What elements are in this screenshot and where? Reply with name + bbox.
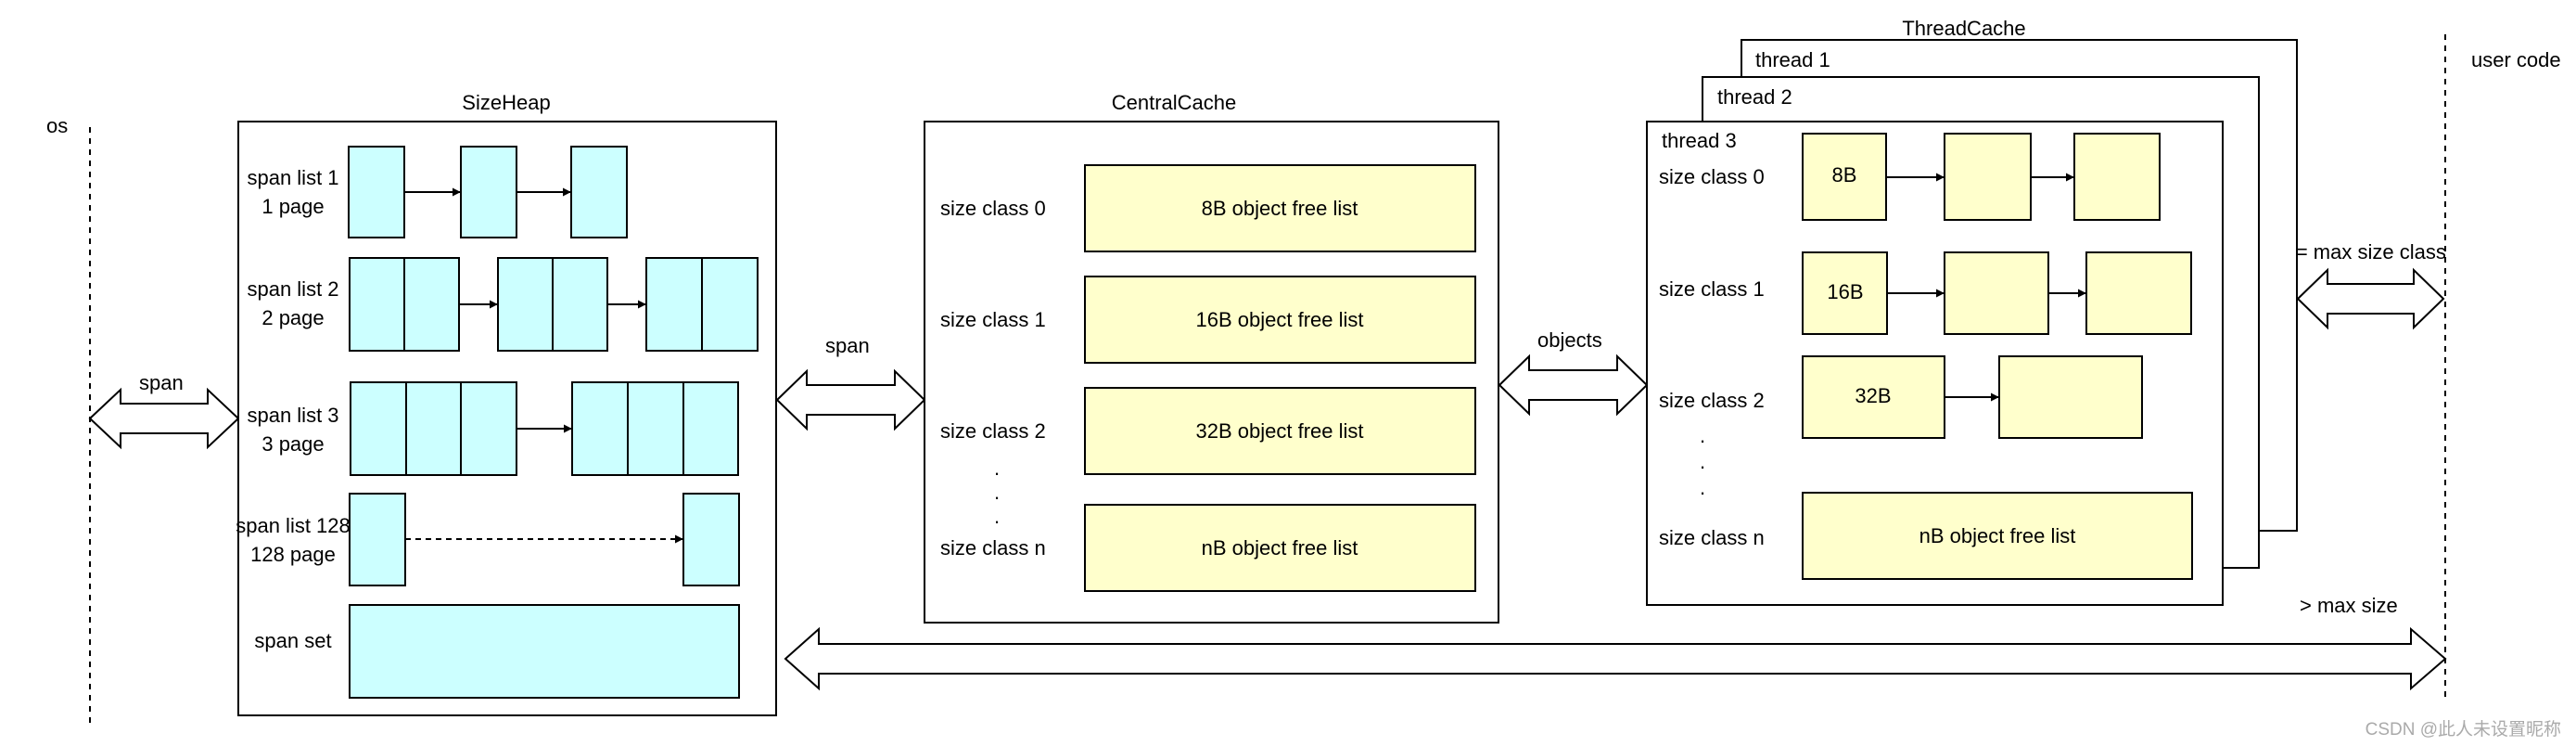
thread-8b-object [1802,133,1887,221]
thread-16b-object-2 [1944,251,2049,335]
span-list-2-name: span list 2 [247,277,338,301]
thread-size-class-1-label: size class 1 [1659,277,1765,301]
span-3page-a [350,381,517,476]
central-nb-free-list [1084,504,1476,592]
thread-user-double-arrow [2296,267,2445,330]
central-8b-free-list [1084,164,1476,252]
thread-32b-object [1802,355,1945,439]
thread-dot-3: . [1700,476,1705,499]
central-32b-free-list [1084,387,1476,475]
span-left-label: span [139,371,184,394]
central-8b-free-list-text: 8B object free list [1202,197,1358,220]
span-list-2-pages: 2 page [261,306,324,329]
central-size-class-0-label: size class 0 [940,197,1046,220]
thread-8b-object-2 [1944,133,2032,221]
central-size-class-n-label: size class n [940,536,1046,560]
thread-32b-object-2 [1998,355,2143,439]
os-heap-double-arrow [88,387,240,450]
thread-3-label: thread 3 [1662,129,1737,152]
central-32b-free-list-text: 32B object free list [1196,419,1364,443]
thread-2-label: thread 2 [1717,85,1792,109]
max-size-class-label: <= max size class [2284,240,2446,264]
thread-size-class-0-label: size class 0 [1659,165,1765,188]
span-list-1-name: span list 1 [247,166,338,189]
central-cache-title: CentralCache [1112,91,1237,114]
thread-1-label: thread 1 [1755,48,1830,71]
span-128page-a [349,493,406,586]
span-list-3-name: span list 3 [247,404,338,427]
central-16b-free-list-text: 16B object free list [1196,308,1364,331]
large-object-double-arrow [784,626,2447,691]
span-1page-a [348,146,405,238]
span-1page-b [460,146,517,238]
thread-16b-object-3 [2085,251,2192,335]
thread-dot-2: . [1700,450,1705,473]
span-1page-c [570,146,628,238]
central-16b-free-list [1084,276,1476,364]
central-dot-2: . [994,481,1000,504]
span-list-1-pages: 1 page [261,195,324,218]
span-list-128-pages: 128 page [250,543,336,566]
thread-8b-object-text: 8B [1832,163,1857,186]
central-size-class-2-label: size class 2 [940,419,1046,443]
thread-32b-object-text: 32B [1855,384,1891,407]
central-size-class-1-label: size class 1 [940,308,1046,331]
thread-16b-object [1802,251,1888,335]
size-heap-title: SizeHeap [462,91,550,114]
span-set-box [349,604,740,699]
objects-label: objects [1537,328,1602,352]
thread-16b-object-text: 16B [1827,280,1863,303]
thread-dot-1: . [1700,424,1705,447]
thread-size-class-n-label: size class n [1659,526,1765,549]
thread-cache-title: ThreadCache [1902,17,2025,40]
central-thread-double-arrow [1498,354,1649,417]
span-set-label: span set [254,629,331,652]
thread-nb-free-list [1802,492,2193,580]
heap-central-double-arrow [775,368,926,431]
span-128page-b [682,493,740,586]
span-mid-label: span [825,334,870,357]
span-3page-b [571,381,739,476]
watermark: CSDN @此人未设置昵称 [2366,719,2561,740]
thread-8b-object-3 [2073,133,2161,221]
span-list-128-name: span list 128 [236,514,351,537]
central-dot-1: . [994,457,1000,480]
os-label: os [46,114,68,137]
thread-nb-free-list-text: nB object free list [1919,524,2076,547]
central-dot-3: . [994,505,1000,528]
central-nb-free-list-text: nB object free list [1202,536,1358,560]
thread-size-class-2-label: size class 2 [1659,389,1765,412]
user-code-label: user code [2471,48,2561,71]
span-list-3-pages: 3 page [261,432,324,456]
max-size-label: > max size [2300,594,2398,617]
